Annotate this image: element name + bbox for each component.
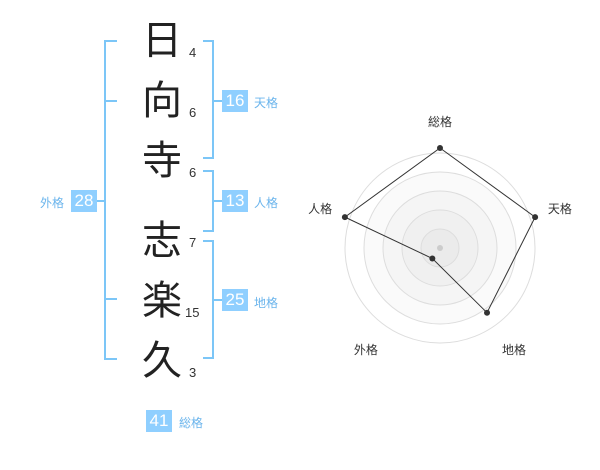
stroke-count-2: 6 [189, 105, 197, 120]
jinkaku-label: 人格 [254, 196, 279, 210]
chikaku-label: 地格 [254, 296, 279, 310]
radar-points [341, 145, 539, 316]
tenkaku-score: 16 [222, 90, 248, 112]
stroke-count-1: 4 [189, 45, 197, 60]
name-char-6: 久 [142, 338, 182, 384]
radar-point [429, 255, 436, 262]
gaikaku-bracket [104, 40, 117, 360]
name-char-5: 楽 [142, 278, 182, 324]
radar-axis-label: 外格 [354, 342, 378, 357]
radar-axis-label: 人格 [308, 201, 332, 216]
name-char-3: 寺 [142, 138, 182, 184]
stroke-count-6: 3 [189, 365, 197, 380]
jinkaku-score: 13 [222, 190, 248, 212]
chikaku-score: 25 [222, 289, 248, 311]
stroke-count-4: 7 [189, 235, 197, 250]
radar-axis-label: 総格 [428, 114, 452, 129]
name-char-2: 向 [142, 78, 182, 124]
stroke-count-5: 15 [185, 305, 200, 320]
chikaku-bracket [203, 240, 214, 359]
jinkaku-bracket [203, 170, 214, 232]
stroke-count-3: 6 [189, 165, 197, 180]
name-char-4: 志 [142, 218, 182, 264]
soukaku-label: 総格 [179, 416, 204, 430]
gaikaku-label: 外格 [40, 196, 65, 210]
radar-point [532, 214, 539, 221]
radar-axis-label: 地格 [502, 342, 526, 357]
radar-point [437, 145, 443, 151]
radar-rings [344, 152, 536, 344]
radar-point [484, 309, 491, 316]
radar-axis-label: 天格 [548, 201, 572, 216]
tenkaku-bracket [203, 40, 214, 159]
radar-point [341, 214, 348, 221]
gaikaku-score: 28 [71, 190, 97, 212]
radar-polygon [343, 147, 536, 314]
soukaku-score: 41 [146, 410, 172, 432]
tenkaku-label: 天格 [254, 96, 279, 110]
radar-center [437, 245, 443, 251]
name-char-1: 日 [142, 18, 182, 64]
